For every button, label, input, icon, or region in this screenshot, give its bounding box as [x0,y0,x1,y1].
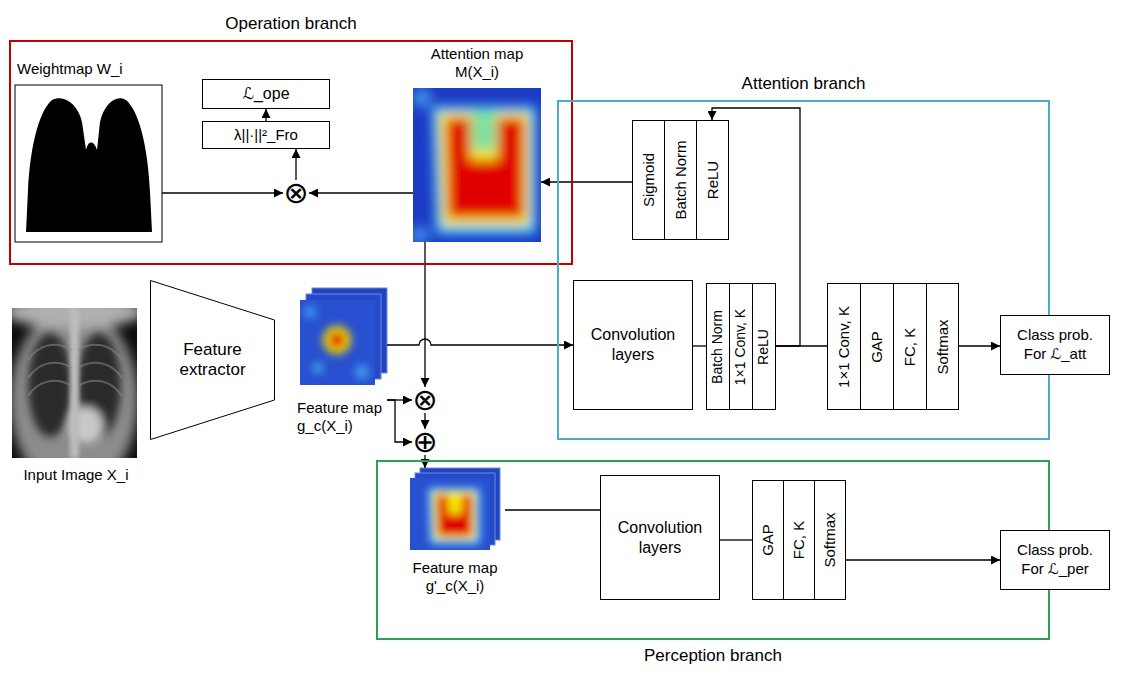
layer-label: FC, K [902,327,919,365]
layer-label: GAP [760,524,777,556]
image-label: Feature map [405,559,505,577]
mask-shape [26,98,152,232]
trapezoid-shape [151,281,275,440]
layer-cell: FC, K [783,480,815,600]
layer-cell: FC, K [893,283,927,410]
box-label: λ||·||²_Fro [234,126,298,145]
heatmap-ground [413,88,541,242]
heatmap-blobs [413,88,536,242]
branch-title: Perception branch [376,645,1050,667]
layer-label: Batch Norm [672,140,689,219]
connector-arrow [295,149,296,180]
image-panel: Weightmap W_i [15,60,162,242]
branch-panel: Attention branchSigmoidBatch NormReLUCon… [557,100,1050,440]
image-label: Weightmap W_i [15,60,162,78]
branch-title: Operation branch [9,13,573,35]
connector-arrow [846,559,1000,560]
connector-arrow [387,339,573,345]
box-label: Class prob. For ℒ_per [1011,541,1099,579]
operator-glyph: ⊕ [412,429,438,455]
operator-node: ⊕ [412,429,438,455]
process-box: Convolution layers [573,280,693,410]
image-panel: Feature mapg'_c(X_i) [405,468,505,595]
box-label: Convolution layers [580,325,686,365]
connector-arrow [424,455,425,468]
layer-label: Softmax [822,512,839,567]
connector-arrow [265,109,266,121]
layer-cell: Batch Norm [706,283,730,410]
image-label: Feature map [295,399,387,417]
image-label: g'_c(X_i) [405,577,505,595]
connector-arrow [162,192,283,193]
layer-cell: 1×1 Conv, K [729,283,753,410]
image-label: g_c(X_i) [295,417,387,435]
image-label: M(X_i) [413,63,541,81]
extractor-label: Feature extractor [165,340,261,381]
image-panel: Attention mapM(X_i) [413,45,541,242]
connector-arrow [424,242,425,387]
layer-cell: Softmax [926,283,959,410]
connector-line [505,509,600,510]
lung-mask [15,85,162,242]
layer-cell: Sigmoid [632,120,665,240]
branch-title: Attention branch [557,73,1050,95]
branch-panel: Operation branchWeightmap W_iℒ_opeλ||·||… [9,40,573,265]
process-box: Class prob. For ℒ_per [1000,530,1110,590]
connector-arrow [541,181,632,182]
xray-image [12,308,137,458]
layer-label: 1×1 Conv, K [733,308,748,384]
layer-label: FC, K [791,521,808,559]
feature-map-stack [410,468,500,550]
process-box: Convolution layers [600,475,720,600]
operator-node: ⊗ [412,387,438,413]
layer-label: GAP [869,331,886,363]
layer-cell: ReLU [752,283,776,410]
box-label: ℒ_ope [242,84,289,104]
feature-map-stack [300,288,387,385]
image-panel: Feature mapg_c(X_i) [295,288,387,435]
process-box: ℒ_ope [202,79,330,109]
layer-label: Softmax [934,319,951,374]
layer-label: ReLU [756,329,771,365]
extractor-trapezoid: Feature extractor [150,280,275,440]
connector-arrow [424,413,425,429]
attention-heatmap [413,88,541,242]
operator-glyph: ⊗ [412,387,438,413]
layer-cell: GAP [860,283,894,410]
connector-line [720,539,752,540]
connector-line [776,345,827,346]
layer-label: ReLU [704,161,721,199]
connector-arrow [959,345,1000,346]
process-box: Class prob. For ℒ_att [1000,315,1110,375]
branch-panel: Perception branchFeature mapg'_c(X_i)Con… [376,460,1050,640]
operator-node: ⊗ [283,180,309,206]
layer-label: 1×1 Conv, K [836,306,853,388]
layer-cell: GAP [752,480,784,600]
layer-cell: 1×1 Conv, K [827,283,861,410]
connector-arrow [387,400,412,442]
image-label: Attention map [413,45,541,63]
image-label: Input Image X_i [10,466,142,484]
layer-label: Sigmoid [640,153,657,207]
mask-frame [15,85,162,242]
layer-cell: Softmax [814,480,846,600]
layer-cell: ReLU [696,120,729,240]
layer-cell: Batch Norm [664,120,697,240]
box-label: Class prob. For ℒ_att [1011,326,1099,364]
box-label: Convolution layers [607,518,713,558]
process-box: λ||·||²_Fro [202,121,330,149]
operator-glyph: ⊗ [283,180,309,206]
layer-label: Batch Norm [710,310,725,384]
connector-line [693,345,706,346]
connector-arrow [309,192,413,193]
image-panel: Input Image X_i [10,306,142,484]
